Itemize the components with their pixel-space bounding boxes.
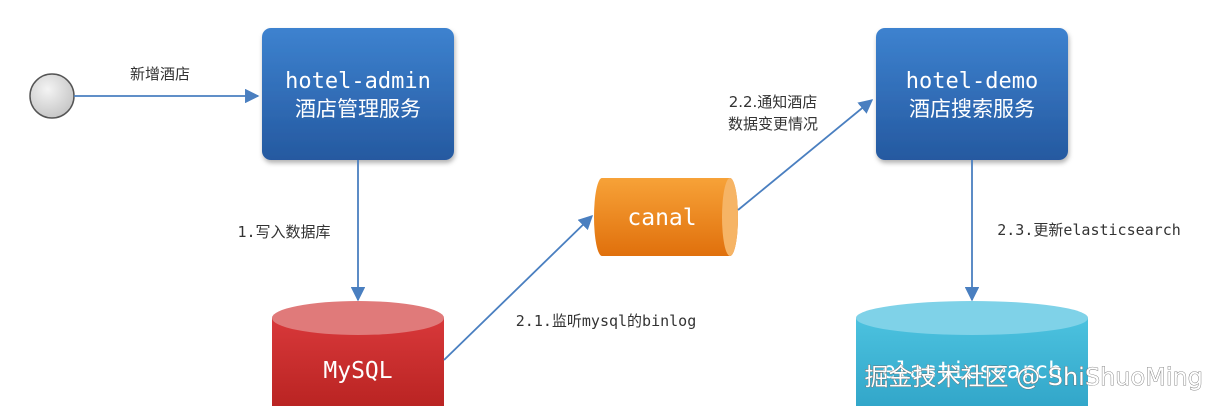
canal-label: canal	[627, 205, 696, 231]
edge-label-update-es: 2.3.更新elasticsearch	[997, 221, 1181, 239]
hotel-admin-title: hotel-admin	[285, 69, 431, 94]
circle-actor-icon	[29, 73, 75, 119]
hotel-demo-node: hotel-demo 酒店搜索服务	[876, 28, 1068, 160]
elasticsearch-node: elasticsearch	[856, 301, 1088, 406]
watermark: 掘金技术社区 @ ShiShuoMing	[864, 363, 1203, 391]
edge-label-notify-line2: 数据变更情况	[728, 115, 818, 133]
edge-label-notify-line1: 2.2.通知酒店	[729, 93, 818, 111]
mysql-label: MySQL	[323, 358, 392, 384]
arrow-canal-to-hotel-demo	[737, 99, 874, 211]
edge-label-write-db: 1.写入数据库	[237, 223, 330, 241]
edge-label-listen-binlog: 2.1.监听mysql的binlog	[516, 312, 696, 330]
elasticsearch-label: elasticsearch	[882, 358, 1062, 384]
hotel-demo-subtitle: 酒店搜索服务	[909, 97, 1035, 121]
arrow-mysql-to-canal	[443, 214, 594, 361]
hotel-demo-title: hotel-demo	[906, 69, 1038, 94]
canal-node: canal	[594, 178, 738, 256]
edge-label-add-hotel: 新增酒店	[130, 65, 190, 83]
hotel-admin-node: hotel-admin 酒店管理服务	[262, 28, 454, 160]
mysql-node: MySQL	[272, 301, 444, 406]
hotel-admin-subtitle: 酒店管理服务	[295, 97, 421, 121]
